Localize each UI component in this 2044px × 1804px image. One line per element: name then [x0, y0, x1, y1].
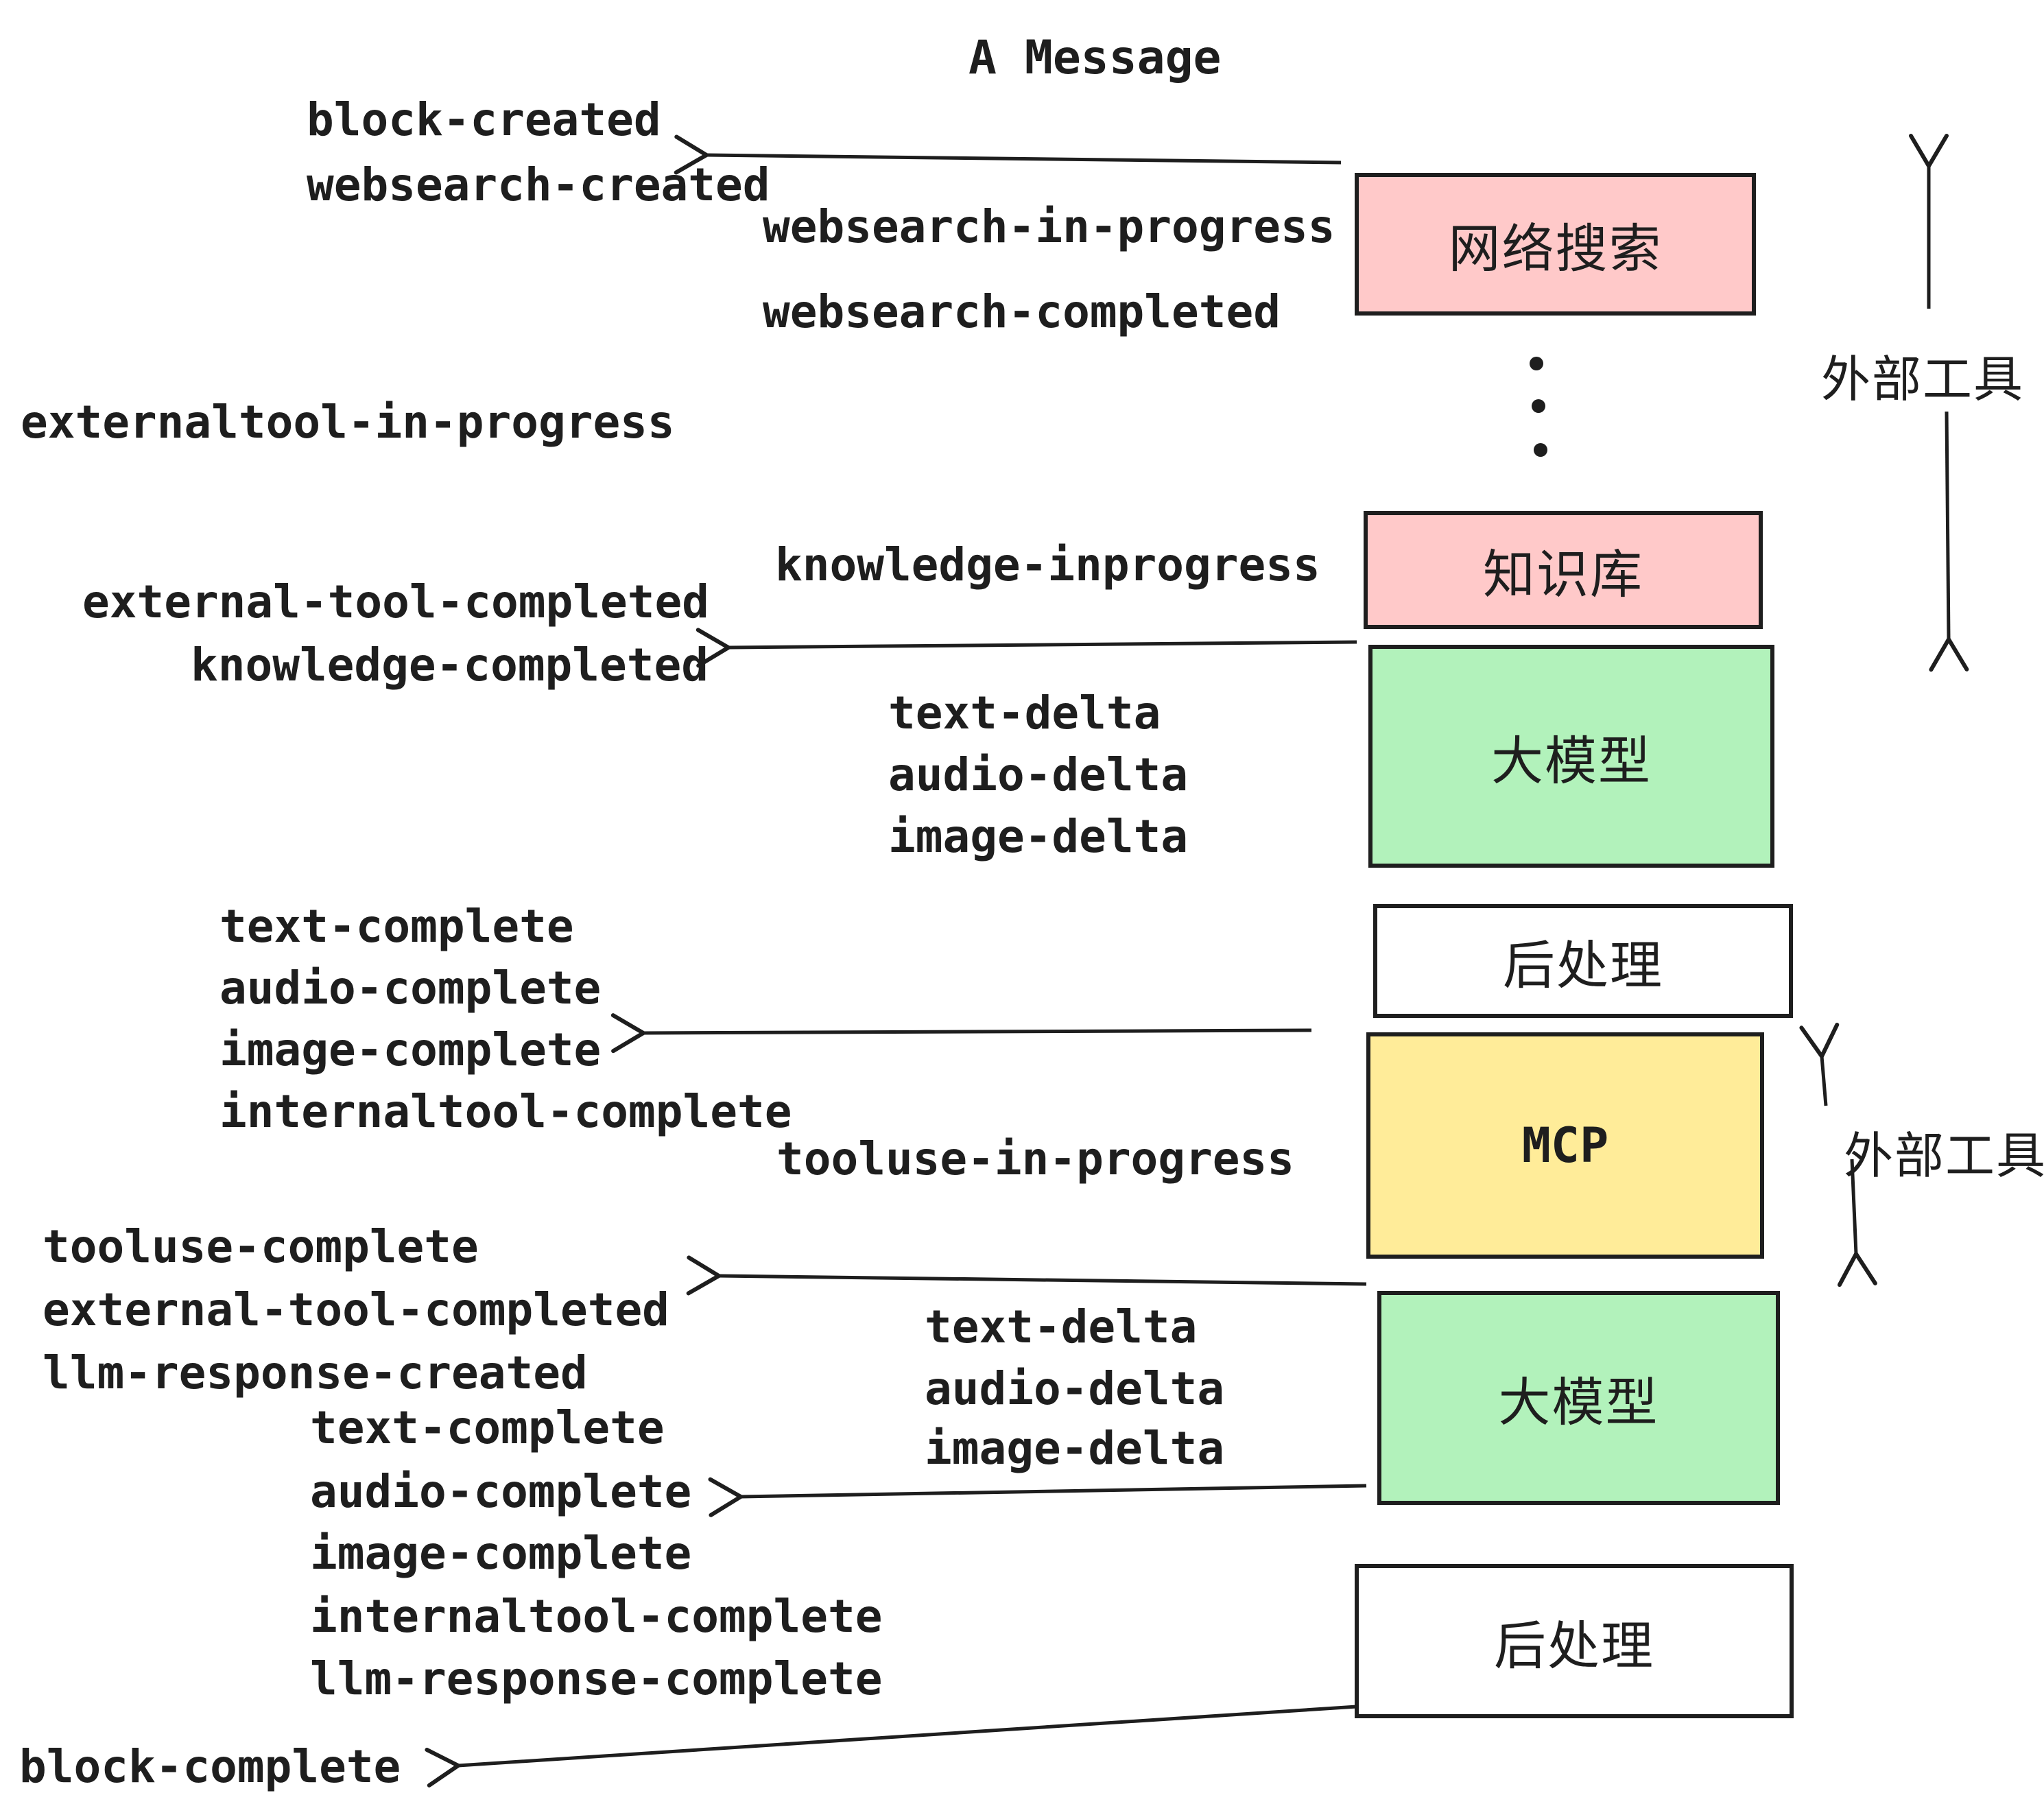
box-websearch-label: 网络搜索: [1448, 218, 1663, 279]
box-llm-top-label: 大模型: [1491, 730, 1652, 792]
arrow-block-complete: [425, 1705, 1357, 1788]
arrow-audio-complete: [708, 1477, 1367, 1517]
event-text-complete-2: text-complete: [310, 1401, 665, 1454]
event-llm-response-created: llm-response-created: [43, 1346, 588, 1399]
event-text-complete: text-complete: [219, 900, 574, 953]
box-mcp-label: MCP: [1521, 1117, 1609, 1174]
event-externaltool-in-progress: externaltool-in-progress: [21, 396, 675, 449]
event-llm-response-complete: llm-response-complete: [310, 1652, 883, 1705]
box-llm-top: 大模型: [1368, 645, 1774, 868]
box-llm-bottom: 大模型: [1377, 1291, 1780, 1505]
event-tooluse-in-progress: tooluse-in-progress: [776, 1132, 1294, 1185]
event-audio-complete: audio-complete: [219, 962, 602, 1014]
event-websearch-completed: websearch-completed: [763, 285, 1281, 338]
box-post-bottom: 后处理: [1355, 1564, 1794, 1718]
event-text-delta-2: text-delta: [925, 1301, 1198, 1353]
event-knowledge-completed: knowledge-completed: [191, 639, 709, 691]
event-block-created: block-created: [307, 93, 661, 146]
arrow-knowledge-completed: [696, 628, 1357, 668]
event-external-tool-completed: external-tool-completed: [82, 575, 709, 628]
box-mcp: MCP: [1366, 1032, 1764, 1259]
event-audio-delta-2: audio-delta: [925, 1362, 1225, 1415]
arrow-internal-complete: [610, 1013, 1312, 1054]
event-image-delta-2: image-delta: [925, 1422, 1225, 1475]
event-internaltool-complete: internaltool-complete: [219, 1085, 792, 1138]
box-websearch: 网络搜索: [1355, 173, 1756, 316]
box-knowledge: 知识库: [1364, 511, 1763, 629]
event-image-delta: image-delta: [888, 810, 1189, 863]
arrow-websearch-created: [674, 134, 1342, 175]
ellipsis-dot: [1534, 443, 1547, 457]
event-audio-complete-2: audio-complete: [310, 1465, 692, 1518]
event-external-tool-completed-2: external-tool-completed: [43, 1283, 669, 1336]
box-post-top: 后处理: [1373, 904, 1793, 1018]
event-tooluse-complete: tooluse-complete: [43, 1220, 479, 1273]
event-image-complete-2: image-complete: [310, 1527, 692, 1580]
arrow-external-tools-mid-up: [1799, 1022, 1840, 1106]
event-text-delta: text-delta: [888, 687, 1161, 739]
event-websearch-in-progress: websearch-in-progress: [763, 200, 1335, 253]
ellipsis-dot: [1532, 399, 1545, 413]
event-knowledge-inprogress: knowledge-inprogress: [775, 538, 1320, 591]
box-post-top-label: 后处理: [1503, 935, 1663, 996]
arrow-external-tools-top-down: [1929, 411, 1969, 672]
side-label-external-tools-top: 外部工具: [1821, 351, 2025, 408]
event-websearch-created: websearch-created: [307, 158, 770, 211]
side-label-external-tools-middle: 外部工具: [1844, 1127, 2044, 1185]
box-knowledge-label: 知识库: [1483, 544, 1643, 605]
event-image-complete: image-complete: [219, 1023, 602, 1076]
event-block-complete: block-complete: [19, 1740, 401, 1793]
box-llm-bottom-label: 大模型: [1498, 1372, 1659, 1433]
diagram-title: A Message: [968, 31, 1222, 85]
event-internaltool-complete-2: internaltool-complete: [310, 1590, 883, 1643]
arrow-tooluse-complete: [686, 1255, 1367, 1296]
event-audio-delta: audio-delta: [888, 748, 1189, 801]
ellipsis-dot: [1530, 357, 1543, 370]
box-post-bottom-label: 后处理: [1494, 1615, 1654, 1676]
